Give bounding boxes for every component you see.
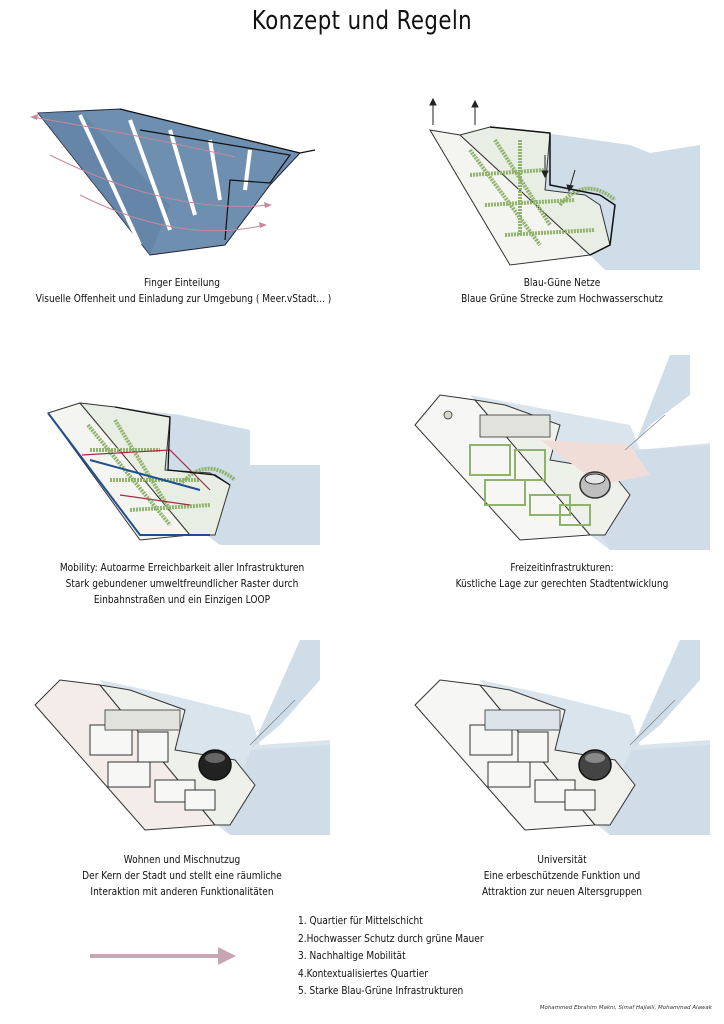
caption-finger: Finger Einteilung Visuelle Offenheit und… [35,275,332,307]
caption-mobility-line-1: Stark gebundener umweltfreundlicher Rast… [65,578,299,590]
caption-universitaet-title: Universität [537,854,587,866]
caption-blau-gruen-line: Blaue Grüne Strecke zum Hochwasserschutz [461,293,663,305]
caption-freizeit: Freizeitinfrastrukturen: Küstliche Lage … [416,560,708,592]
caption-mobility: Mobility: Autoarme Erreichbarkeit aller … [36,560,328,608]
caption-wohnen-title: Wohnen und Mischnutzug [123,854,241,866]
caption-universitaet-line-2: Attraktion zur neuen Altersgruppen [481,886,643,898]
caption-blau-gruen-title: Blau-Güne Netze [523,277,601,289]
diagram-mobility [20,395,330,550]
caption-blau-gruen: Blau-Güne Netze Blaue Grüne Strecke zum … [416,275,708,307]
legend-item: 4.Kontextualisiertes Quartier [298,967,428,980]
legend-item: 3. Nachhaltige Mobilität [298,950,406,962]
caption-wohnen-line-1: Der Kern der Stadt und stellt eine räuml… [82,870,282,882]
legend-item: 5. Starke Blau-Grüne Infrastrukturen [298,985,464,997]
diagram-finger-einteilung [20,95,330,270]
caption-universitaet: Universität Eine erbeschützende Funktion… [416,852,708,900]
caption-universitaet-line-1: Eine erbeschützende Funktion und [483,870,641,882]
credits: Mohammed Ebrahim Makni, Simaf Hajlaili, … [539,1005,712,1011]
legend-item: 2.Hochwasser Schutz durch grüne Mauer [298,932,484,945]
caption-mobility-line-2: Einbahnstraßen und ein Einzigen LOOP [93,594,271,606]
caption-mobility-title: Mobility: Autoarme Erreichbarkeit aller … [59,562,305,574]
legend-item: 1. Quartier für Mittelschicht [298,915,423,927]
legend-list: 1. Quartier für Mittelschicht 2.Hochwass… [298,913,484,1001]
diagram-universitaet [400,640,710,840]
diagram-wohnen [20,640,330,840]
caption-freizeit-title: Freizeitinfrastrukturen: [510,562,614,574]
caption-freizeit-line: Küstliche Lage zur gerechten Stadtentwic… [455,578,669,590]
diagram-blau-gruen-netze [400,95,700,275]
caption-finger-line: Visuelle Offenheit und Einladung zur Umg… [35,293,332,305]
diagram-freizeit [400,355,710,555]
caption-wohnen: Wohnen und Mischnutzug Der Kern der Stad… [36,852,328,900]
caption-wohnen-line-2: Interaktion mit anderen Funktionalitäten [90,886,274,898]
caption-finger-title: Finger Einteilung [144,277,220,289]
page-title: Konzept und Regeln [251,6,473,36]
legend-arrow-icon [88,944,238,972]
